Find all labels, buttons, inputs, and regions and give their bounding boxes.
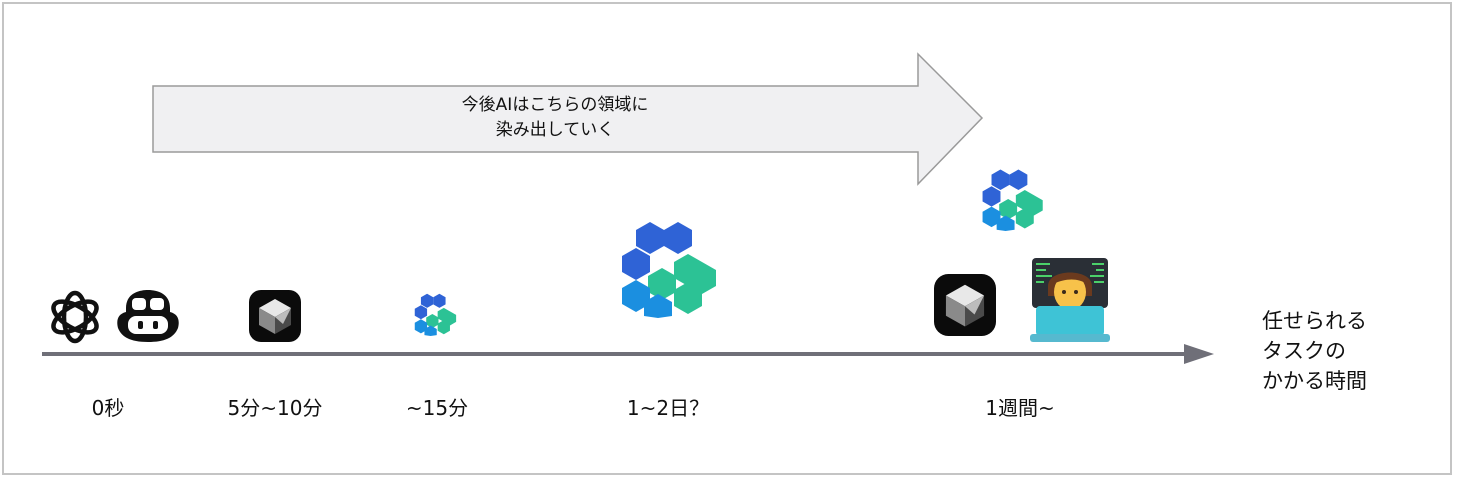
result-line-2: タスクの bbox=[1262, 339, 1346, 363]
tick-label-1: 5分~10分 bbox=[227, 396, 323, 420]
cube-app-icon bbox=[249, 290, 301, 342]
openai-logo-icon bbox=[51, 290, 99, 344]
copilot-icon bbox=[117, 290, 179, 342]
banner-line-1: 今後AIはこちらの領域に bbox=[461, 95, 649, 115]
tick-label-4: 1週間~ bbox=[985, 396, 1055, 420]
hexagon-cluster-icon bbox=[414, 293, 457, 336]
hexagon-cluster-icon bbox=[982, 169, 1043, 231]
axis-result-label: 任せられる タスクの かかる時間 bbox=[1262, 306, 1367, 396]
tick-label-2: ~15分 bbox=[405, 396, 469, 420]
tick-label-3: 1~2日？ bbox=[626, 396, 710, 420]
result-line-1: 任せられる bbox=[1262, 309, 1367, 333]
banner-text: 今後AIはこちらの領域に 染み出していく bbox=[420, 93, 690, 143]
hexagon-cluster-icon bbox=[622, 222, 716, 318]
banner-line-2: 染み出していく bbox=[495, 120, 615, 140]
developer-at-laptop-icon bbox=[1030, 258, 1110, 342]
cube-app-icon bbox=[934, 274, 996, 336]
result-line-3: かかる時間 bbox=[1262, 369, 1367, 393]
axis-arrowhead bbox=[1184, 344, 1214, 364]
tick-label-0: 0秒 bbox=[91, 396, 125, 420]
